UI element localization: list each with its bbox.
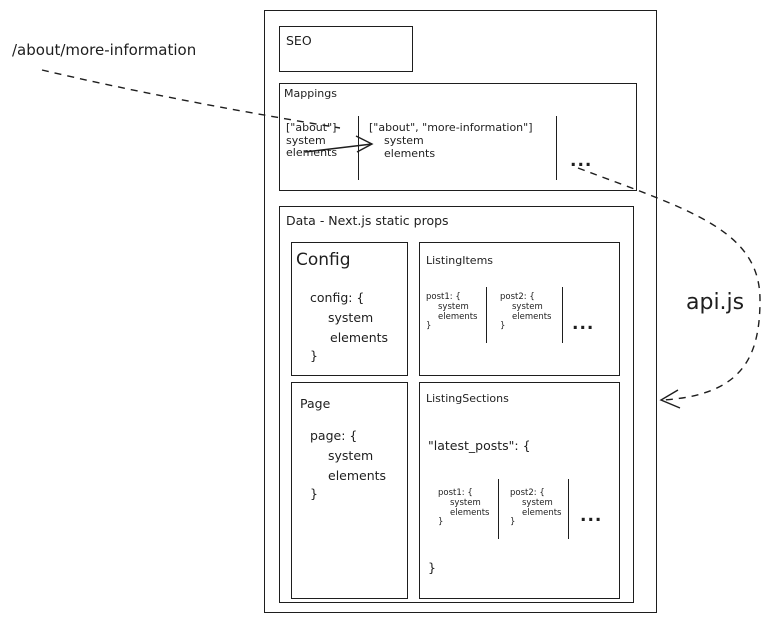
listing-section-post1: post1: { system elements } [438, 488, 490, 528]
seo-title: SEO [286, 33, 312, 48]
config-close: } [310, 348, 318, 363]
listing-sections-divider-2 [568, 479, 569, 539]
listing-items-divider-1 [486, 287, 487, 343]
api-arrow-head [659, 389, 681, 409]
api-dashed-curve [577, 167, 761, 401]
listing-items-divider-2 [562, 287, 563, 343]
page-box: Page page: { system elements } [291, 382, 408, 599]
config-title: Config [296, 250, 351, 270]
mapping-key-more-info: ["about", "more-information"] [369, 121, 533, 134]
data-title: Data - Next.js static props [286, 213, 449, 228]
page-close: } [310, 486, 318, 501]
config-open: config: { [310, 290, 365, 305]
listing-items-box: ListingItems post1: { system elements } … [419, 242, 620, 376]
mapping-more-dots: ... [570, 151, 593, 171]
listing-sections-box: ListingSections "latest_posts": { post1:… [419, 382, 620, 599]
mappings-box: Mappings ["about"] system elements ["abo… [279, 83, 637, 191]
config-elements: elements [330, 330, 389, 345]
listing-items-title: ListingItems [426, 254, 494, 267]
page-title: Page [300, 396, 331, 411]
mapping-divider-1 [358, 116, 359, 180]
mapping-arrow-head [355, 135, 374, 153]
mapping-divider-2 [556, 116, 557, 180]
config-system: system [328, 310, 374, 325]
page-frame [264, 10, 657, 613]
api-label: api.js [686, 290, 745, 315]
data-box: Data - Next.js static props [279, 206, 634, 603]
listing-sections-divider-1 [498, 479, 499, 539]
mapping-arrow [304, 143, 373, 153]
config-box: Config config: { system elements } [291, 242, 408, 376]
listing-items-more-dots: ... [572, 314, 595, 334]
mappings-title: Mappings [284, 87, 337, 100]
listing-section-post2: post2: { system elements } [510, 488, 562, 528]
listing-sections-title: ListingSections [426, 392, 509, 405]
page-system: system [328, 448, 374, 463]
url-label: /about/more-information [12, 41, 197, 59]
seo-box: SEO [279, 26, 413, 72]
mapping-key-about: ["about"] system elements [286, 121, 338, 160]
latest-posts-key: "latest_posts": { [428, 438, 531, 453]
listing-item-post2: post2: { system elements } [500, 292, 552, 332]
page-elements: elements [328, 468, 387, 483]
latest-posts-close: } [428, 560, 436, 575]
listing-item-post1: post1: { system elements } [426, 292, 478, 332]
page-open: page: { [310, 428, 358, 443]
mapping-key-more-info-body: system elements [384, 134, 436, 160]
listing-sections-more-dots: ... [580, 506, 603, 526]
